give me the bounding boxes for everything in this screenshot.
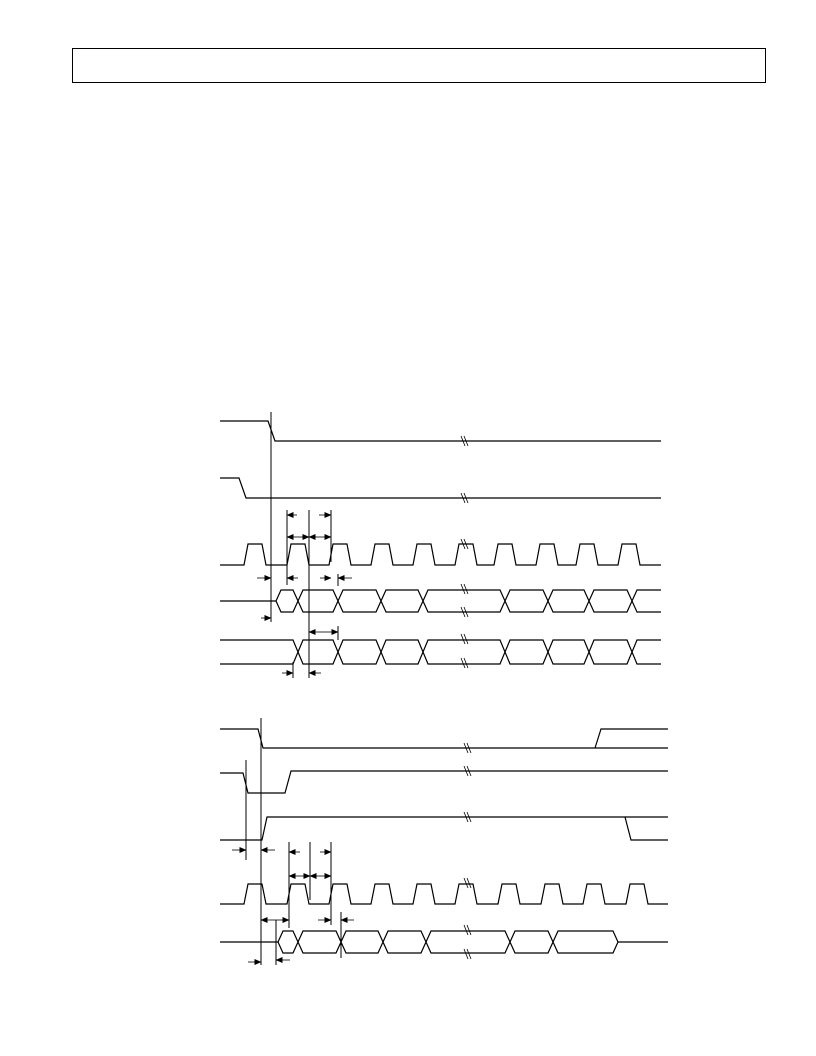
- d1-signal-2-waveform: [220, 477, 661, 499]
- d2-signal-1-waveform: [220, 728, 668, 749]
- d2-data-bus: [220, 930, 668, 954]
- d1-data-bus-2: [220, 639, 661, 665]
- d1-signal-1-waveform: [220, 420, 661, 442]
- d1-break-marks: [460, 435, 469, 669]
- d2-signal-3-waveform: [220, 816, 668, 841]
- header-box: [72, 48, 766, 83]
- d2-break-marks: [463, 742, 472, 960]
- d2-reference-lines: [245, 718, 342, 965]
- d2-clock-waveform: [220, 883, 668, 905]
- d2-timing-arrows: [232, 847, 354, 965]
- d2-signal-2-waveform: [220, 770, 668, 794]
- timing-diagram-2: [220, 718, 668, 965]
- timing-diagram-1: [220, 412, 661, 678]
- d1-data-bus-1: [220, 589, 661, 613]
- d1-timing-arrows: [257, 512, 352, 676]
- d1-reference-lines: [270, 412, 339, 678]
- d1-clock-waveform: [220, 543, 661, 566]
